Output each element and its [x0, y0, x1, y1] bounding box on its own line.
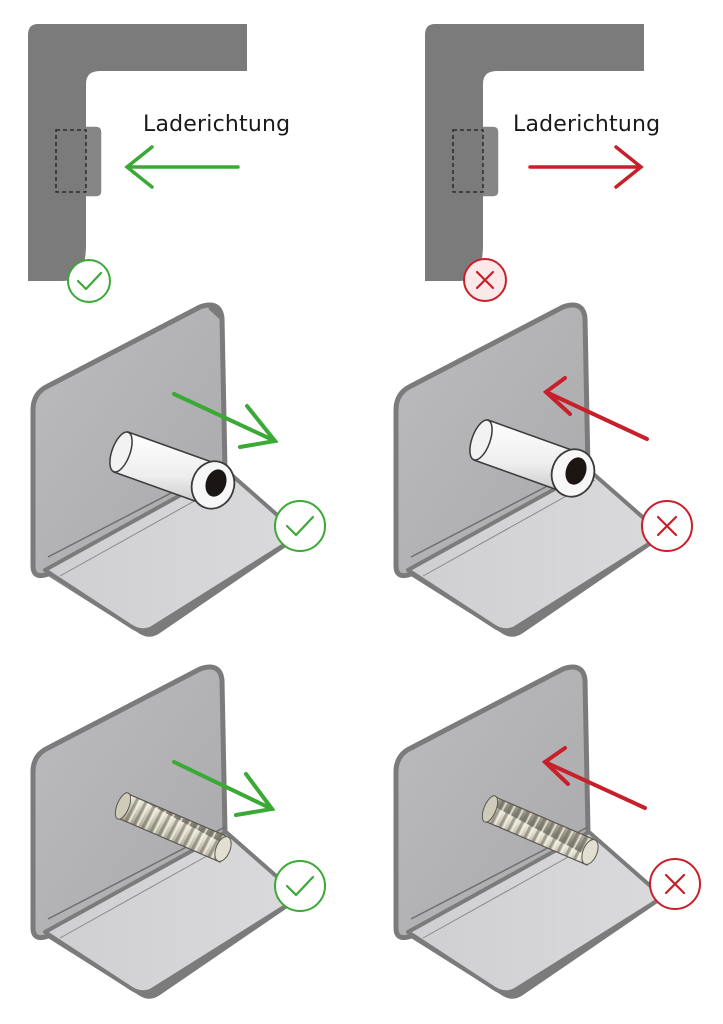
fastener-shank-hidden-outline: [452, 129, 484, 193]
bent-sheet-profile: [28, 24, 247, 281]
stud-incorrect: [393, 664, 701, 999]
side-view-correct: [28, 24, 247, 303]
cross-icon: [649, 858, 701, 910]
check-icon: [67, 259, 111, 303]
side-view-incorrect: [425, 24, 644, 302]
check-icon: [274, 860, 326, 912]
stud-correct: [30, 664, 326, 999]
fastener-shank-hidden-outline: [55, 129, 87, 193]
standoff-incorrect: [393, 302, 693, 637]
standoff-correct: [30, 302, 326, 637]
arrow-up-left-icon: [542, 376, 649, 441]
threaded-stud: [481, 795, 599, 866]
bent-sheet-profile: [425, 24, 644, 281]
arrow-up-left-icon: [541, 746, 647, 810]
arrow-down-right-icon: [172, 392, 279, 449]
cross-icon: [641, 500, 693, 552]
standoff-fastener: [469, 419, 596, 498]
standoff-fastener: [109, 431, 236, 510]
cross-icon: [463, 258, 507, 302]
pressed-fastener-head: [483, 125, 500, 198]
pressed-fastener-head: [86, 125, 103, 198]
threaded-stud: [114, 792, 232, 863]
arrow-down-right-icon: [172, 760, 276, 817]
check-icon: [274, 500, 326, 552]
load-direction-label-correct: Laderichtung: [143, 112, 291, 137]
load-direction-label-incorrect: Laderichtung: [513, 112, 661, 137]
arrow-left-icon: [124, 145, 240, 189]
arrow-right-icon: [528, 145, 644, 189]
